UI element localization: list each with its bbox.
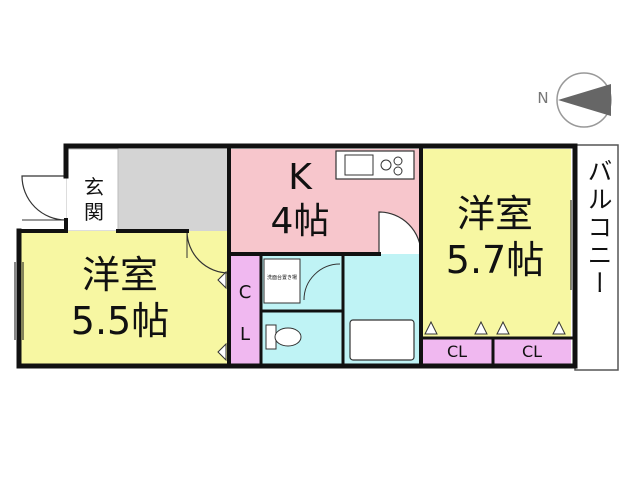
walls (16, 143, 578, 369)
western-room-right-name: 洋室 (456, 192, 533, 236)
stove-burner-icon (393, 166, 403, 176)
western-room-right-floor (421, 149, 571, 366)
toilet-bowl-icon (274, 327, 302, 347)
western-room-left-size: 5.5帖 (70, 299, 170, 343)
closet-right-2-label: CL (521, 342, 543, 361)
entrance-door-swing (21, 175, 67, 221)
left-room-door-swing (186, 230, 230, 274)
western-room-right-size: 5.7帖 (445, 238, 545, 282)
closet-right-1-label: CL (446, 342, 468, 361)
stove-burner-icon (380, 159, 392, 171)
windows (14, 200, 572, 340)
closet-left-label-top: C (238, 282, 252, 303)
balcony-floor (574, 144, 619, 371)
washroom-door-swing (303, 263, 341, 301)
stove-burner-icon (393, 156, 403, 166)
kitchen-size: 4帖 (270, 201, 330, 242)
compass-icon (556, 72, 612, 128)
compass-north-label: N (537, 89, 549, 107)
entrance-label-bottom: 関 (84, 200, 104, 224)
closet-left-floor (229, 254, 261, 366)
entrance-tile (65, 148, 119, 232)
closet-right-1-floor (421, 338, 493, 366)
western-room-left-name: 洋室 (81, 253, 158, 297)
closet-right-2-floor (493, 338, 571, 366)
closet-markers (217, 270, 566, 362)
laundry-caption: 洗面台置き場 (266, 275, 297, 281)
washbasin-area (263, 258, 301, 304)
balcony-label: バルコニー (584, 158, 613, 298)
kitchen-name: K (288, 157, 312, 198)
closet-left-label-bottom: L (239, 324, 251, 345)
kitchen-sink (344, 154, 374, 176)
entrance-label-top: 玄 (84, 175, 104, 199)
bathtub-icon (349, 319, 415, 361)
